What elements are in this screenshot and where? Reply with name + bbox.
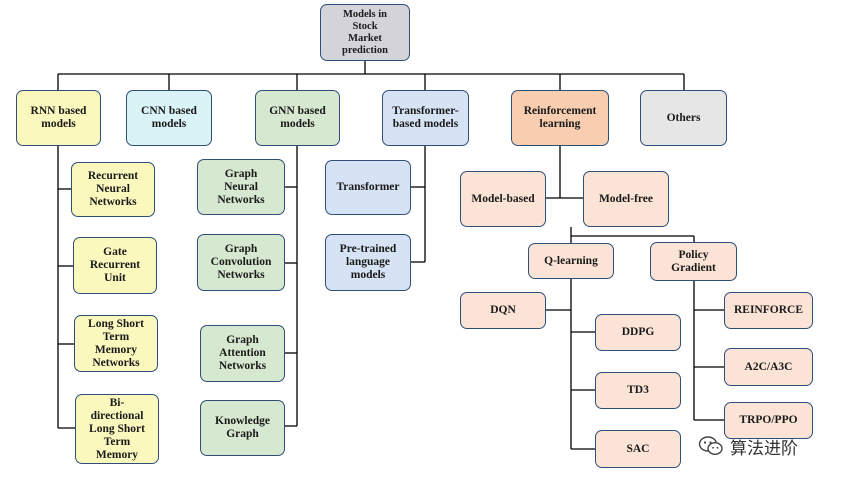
rl-q-child: DDPG <box>595 314 681 351</box>
rl-q-child-label: SAC <box>626 442 650 455</box>
rl-model-based: Model-based <box>460 171 546 227</box>
category-transformer: Transformer- based models <box>382 90 469 146</box>
gnn-item: Graph Attention Networks <box>200 325 285 382</box>
category-rnn: RNN based models <box>16 90 101 146</box>
rl-q-learning-label: Q-learning <box>544 254 598 267</box>
rl-q-child: SAC <box>595 430 681 468</box>
category-others: Others <box>640 90 727 146</box>
category-reinforcement-learning: Reinforcement learning <box>511 90 609 146</box>
category-cnn: CNN based models <box>126 90 212 146</box>
category-rnn-label: RNN based models <box>30 105 87 130</box>
transformer-item: Pre-trained language models <box>325 234 411 291</box>
rl-model-free: Model-free <box>583 171 669 227</box>
rnn-item: Recurrent Neural Networks <box>71 162 155 217</box>
gnn-item-label: Knowledge Graph <box>215 415 270 440</box>
category-gnn: GNN based models <box>255 90 340 146</box>
rl-pg-child-label: TRPO/PPO <box>739 414 798 426</box>
gnn-item: Knowledge Graph <box>200 400 285 456</box>
transformer-item: Transformer <box>325 160 411 215</box>
rnn-item-label: Gate Recurrent Unit <box>89 246 141 284</box>
category-rl-label: Reinforcement learning <box>523 105 597 130</box>
transformer-item-label: Transformer <box>336 181 400 193</box>
rnn-item-label: Recurrent Neural Networks <box>87 170 139 208</box>
rnn-item: Long Short Term Memory Networks <box>74 315 158 372</box>
category-cnn-label: CNN based models <box>141 105 197 130</box>
rl-policy-gradient-label: Policy Gradient <box>671 248 716 274</box>
category-transformer-label: Transformer- based models <box>392 105 459 130</box>
rl-model-free-label: Model-free <box>598 192 654 205</box>
rl-q-child-label: DQN <box>490 304 516 316</box>
rl-q-learning: Q-learning <box>528 243 614 279</box>
category-others-label: Others <box>666 111 701 124</box>
rl-q-child: TD3 <box>595 372 681 409</box>
rnn-item-label: Long Short Term Memory Networks <box>88 317 144 369</box>
rl-pg-child: A2C/A3C <box>724 348 813 386</box>
rl-pg-child-label: REINFORCE <box>733 304 803 316</box>
rl-model-based-label: Model-based <box>471 192 535 205</box>
gnn-item: Graph Convolution Networks <box>197 234 285 291</box>
rl-q-child-label: TD3 <box>627 384 649 396</box>
rnn-item: Gate Recurrent Unit <box>73 237 157 294</box>
rnn-item-label: Bi- directional Long Short Term Memory <box>89 396 145 461</box>
wechat-icon <box>698 436 723 456</box>
rl-policy-gradient: Policy Gradient <box>650 242 737 281</box>
root-label: Models in Stock Market prediction <box>342 8 388 56</box>
rl-q-child-label: DDPG <box>621 326 655 338</box>
rl-pg-child: TRPO/PPO <box>724 402 813 439</box>
category-gnn-label: GNN based models <box>269 105 326 130</box>
rnn-item: Bi- directional Long Short Term Memory <box>75 394 159 464</box>
rl-pg-child: REINFORCE <box>724 292 813 329</box>
rl-pg-child-label: A2C/A3C <box>744 360 793 373</box>
root-node: Models in Stock Market prediction <box>320 4 410 61</box>
rl-q-child: DQN <box>460 292 546 329</box>
watermark: 算法进阶 <box>698 432 828 460</box>
gnn-item: Graph Neural Networks <box>197 159 285 215</box>
watermark-text: 算法进阶 <box>730 438 798 459</box>
gnn-item-label: Graph Convolution Networks <box>210 243 272 281</box>
gnn-item-label: Graph Neural Networks <box>217 167 265 206</box>
gnn-item-label: Graph Attention Networks <box>218 334 267 372</box>
transformer-item-label: Pre-trained language models <box>339 243 397 281</box>
